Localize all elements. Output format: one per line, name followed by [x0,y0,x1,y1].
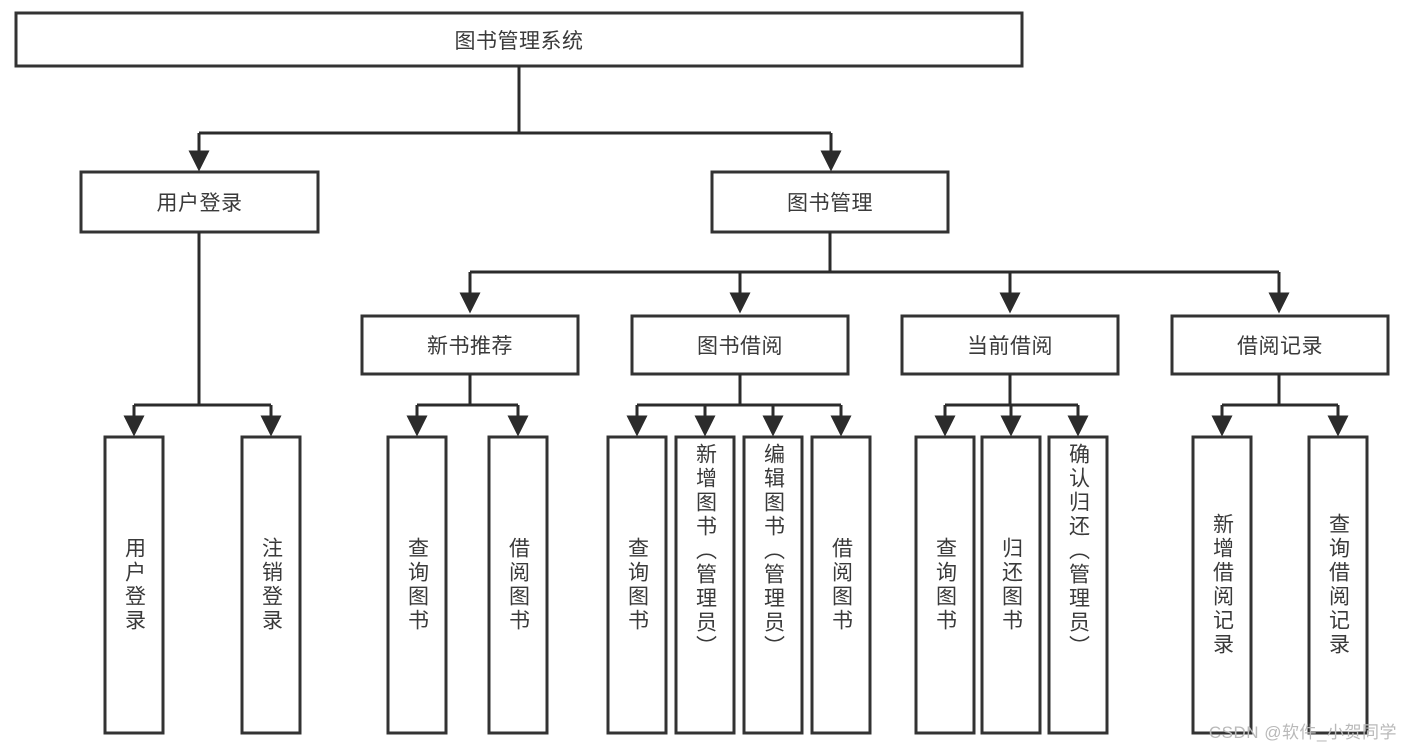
node-current-borrow-box[interactable] [900,314,1120,376]
leaf-box-new-book-1[interactable] [487,435,549,735]
leaf-box-book-borrow-3[interactable] [810,435,872,735]
leaf-box-current-borrow-1[interactable] [980,435,1042,735]
leaf-box-book-borrow-1[interactable] [674,435,736,735]
node-user-login-box[interactable] [79,170,320,234]
leaf-box-book-borrow-2[interactable] [742,435,804,735]
leaf-box-borrow-record-0[interactable] [1191,435,1253,735]
leaf-box-book-borrow-0[interactable] [606,435,668,735]
leaf-box-current-borrow-0[interactable] [914,435,976,735]
leaf-box-user-login-1[interactable] [240,435,302,735]
node-book-borrow-box[interactable] [630,314,850,376]
node-root-box[interactable] [14,11,1024,68]
node-book-mgmt-box[interactable] [710,170,950,234]
node-new-book-box[interactable] [360,314,580,376]
node-borrow-record-box[interactable] [1170,314,1390,376]
leaf-box-current-borrow-2[interactable] [1047,435,1109,735]
leaf-box-user-login-0[interactable] [103,435,165,735]
leaf-box-borrow-record-1[interactable] [1307,435,1369,735]
leaf-box-new-book-0[interactable] [386,435,448,735]
